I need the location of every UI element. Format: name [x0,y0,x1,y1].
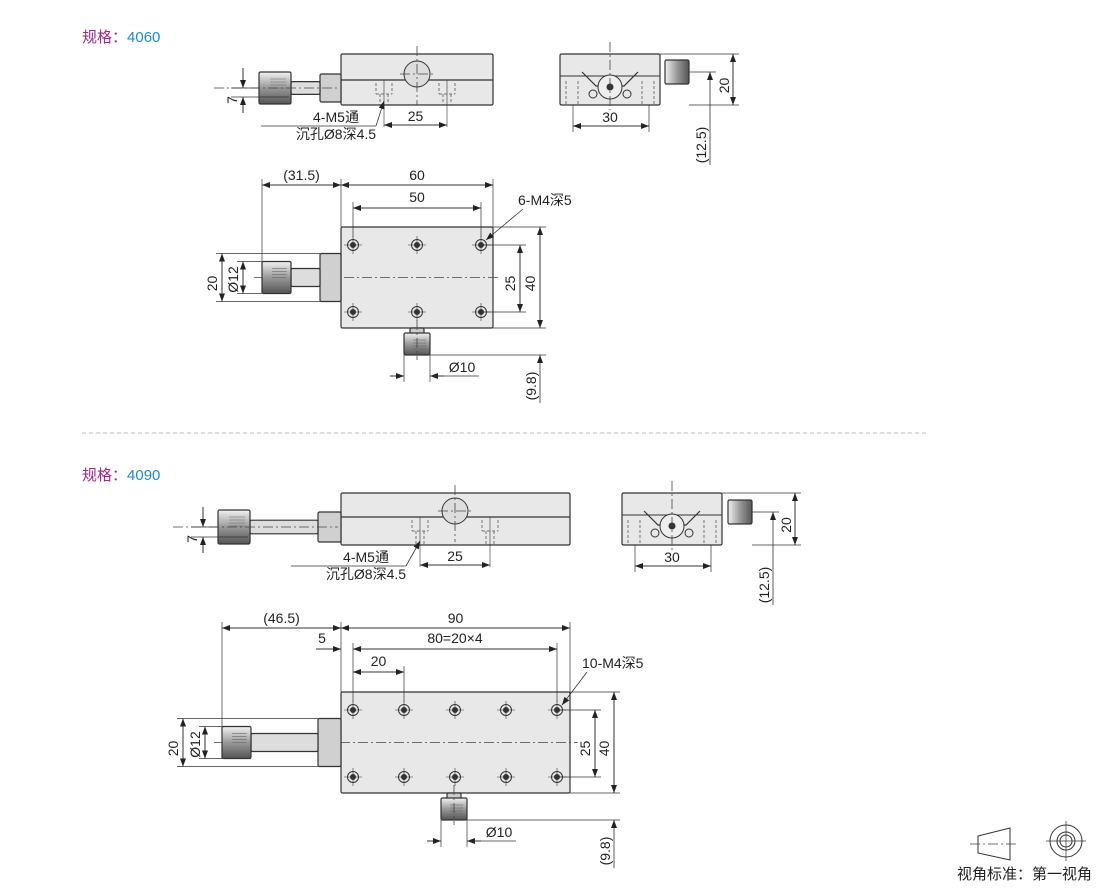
leader-line [485,208,524,241]
hole-note: 4-M5通 [343,549,389,565]
shaft [250,732,319,753]
dimension-text: 40 [596,741,612,757]
knob [664,59,690,85]
spec-label: 规格： [82,467,128,484]
mount-hole [650,528,660,538]
dimension-text: 20 [778,517,794,533]
hole-note: 6-M4深5 [518,192,572,208]
collar [319,252,342,303]
collar [317,717,342,768]
dimension-text: 7 [224,96,240,104]
dimension-text: 5 [318,630,326,646]
dimension-text: 25 [447,548,463,564]
projection-standard-label: 视角标准：第一视角 [957,865,1092,883]
dimension-text: 30 [664,549,680,565]
dimension-text: Ø10 [486,824,513,840]
leader-line [405,540,421,567]
shaft [290,267,321,288]
hole-note: 沉孔Ø8深4.5 [296,126,376,142]
knob [727,499,753,525]
dimension-text: 25 [577,741,593,757]
hole-note: 沉孔Ø8深4.5 [326,566,406,582]
dimension-text: 7 [184,535,200,543]
dimension-text: 80=20×4 [427,630,482,646]
leader-line [375,100,385,127]
spec-label: 规格： [82,29,128,46]
dimension-text: (46.5) [263,610,300,626]
dimension-text: (12.5) [693,127,709,164]
dimension-text: 20 [371,653,387,669]
dimension-text: (31.5) [283,167,320,183]
dimension-text: Ø10 [449,359,476,375]
dimension-text: (12.5) [756,567,772,604]
dimension-text: 20 [204,276,220,292]
hole-note: 4-M5通 [313,109,359,125]
dimension-text: 25 [408,108,424,124]
mount-hole [684,528,694,538]
spec-value: 4060 [127,29,161,46]
mount-hole [588,89,598,99]
spec-heading-4090: 规格：4090 [82,464,160,485]
dimension-text: 50 [409,189,425,205]
dimension-text: 25 [502,276,518,292]
dimension-text: 30 [602,109,618,125]
spec-heading-4060: 规格：4060 [82,26,160,47]
dimension-text: 20 [165,741,181,757]
dimension-text: Ø12 [225,266,241,293]
dimension-text: (9.8) [523,372,539,401]
dimension-text: 60 [409,167,425,183]
spec-value: 4090 [127,467,161,484]
dimension-text: 40 [522,276,538,292]
dimension-text: Ø12 [187,731,203,758]
hole-note: 10-M4深5 [582,655,644,671]
mount-hole [622,89,632,99]
leader-line [561,671,588,706]
dimension-text: 20 [716,78,732,94]
first-angle-trapezoid-icon [977,827,1011,861]
dimension-text: (9.8) [597,837,613,866]
dimension-text: 90 [448,610,464,626]
